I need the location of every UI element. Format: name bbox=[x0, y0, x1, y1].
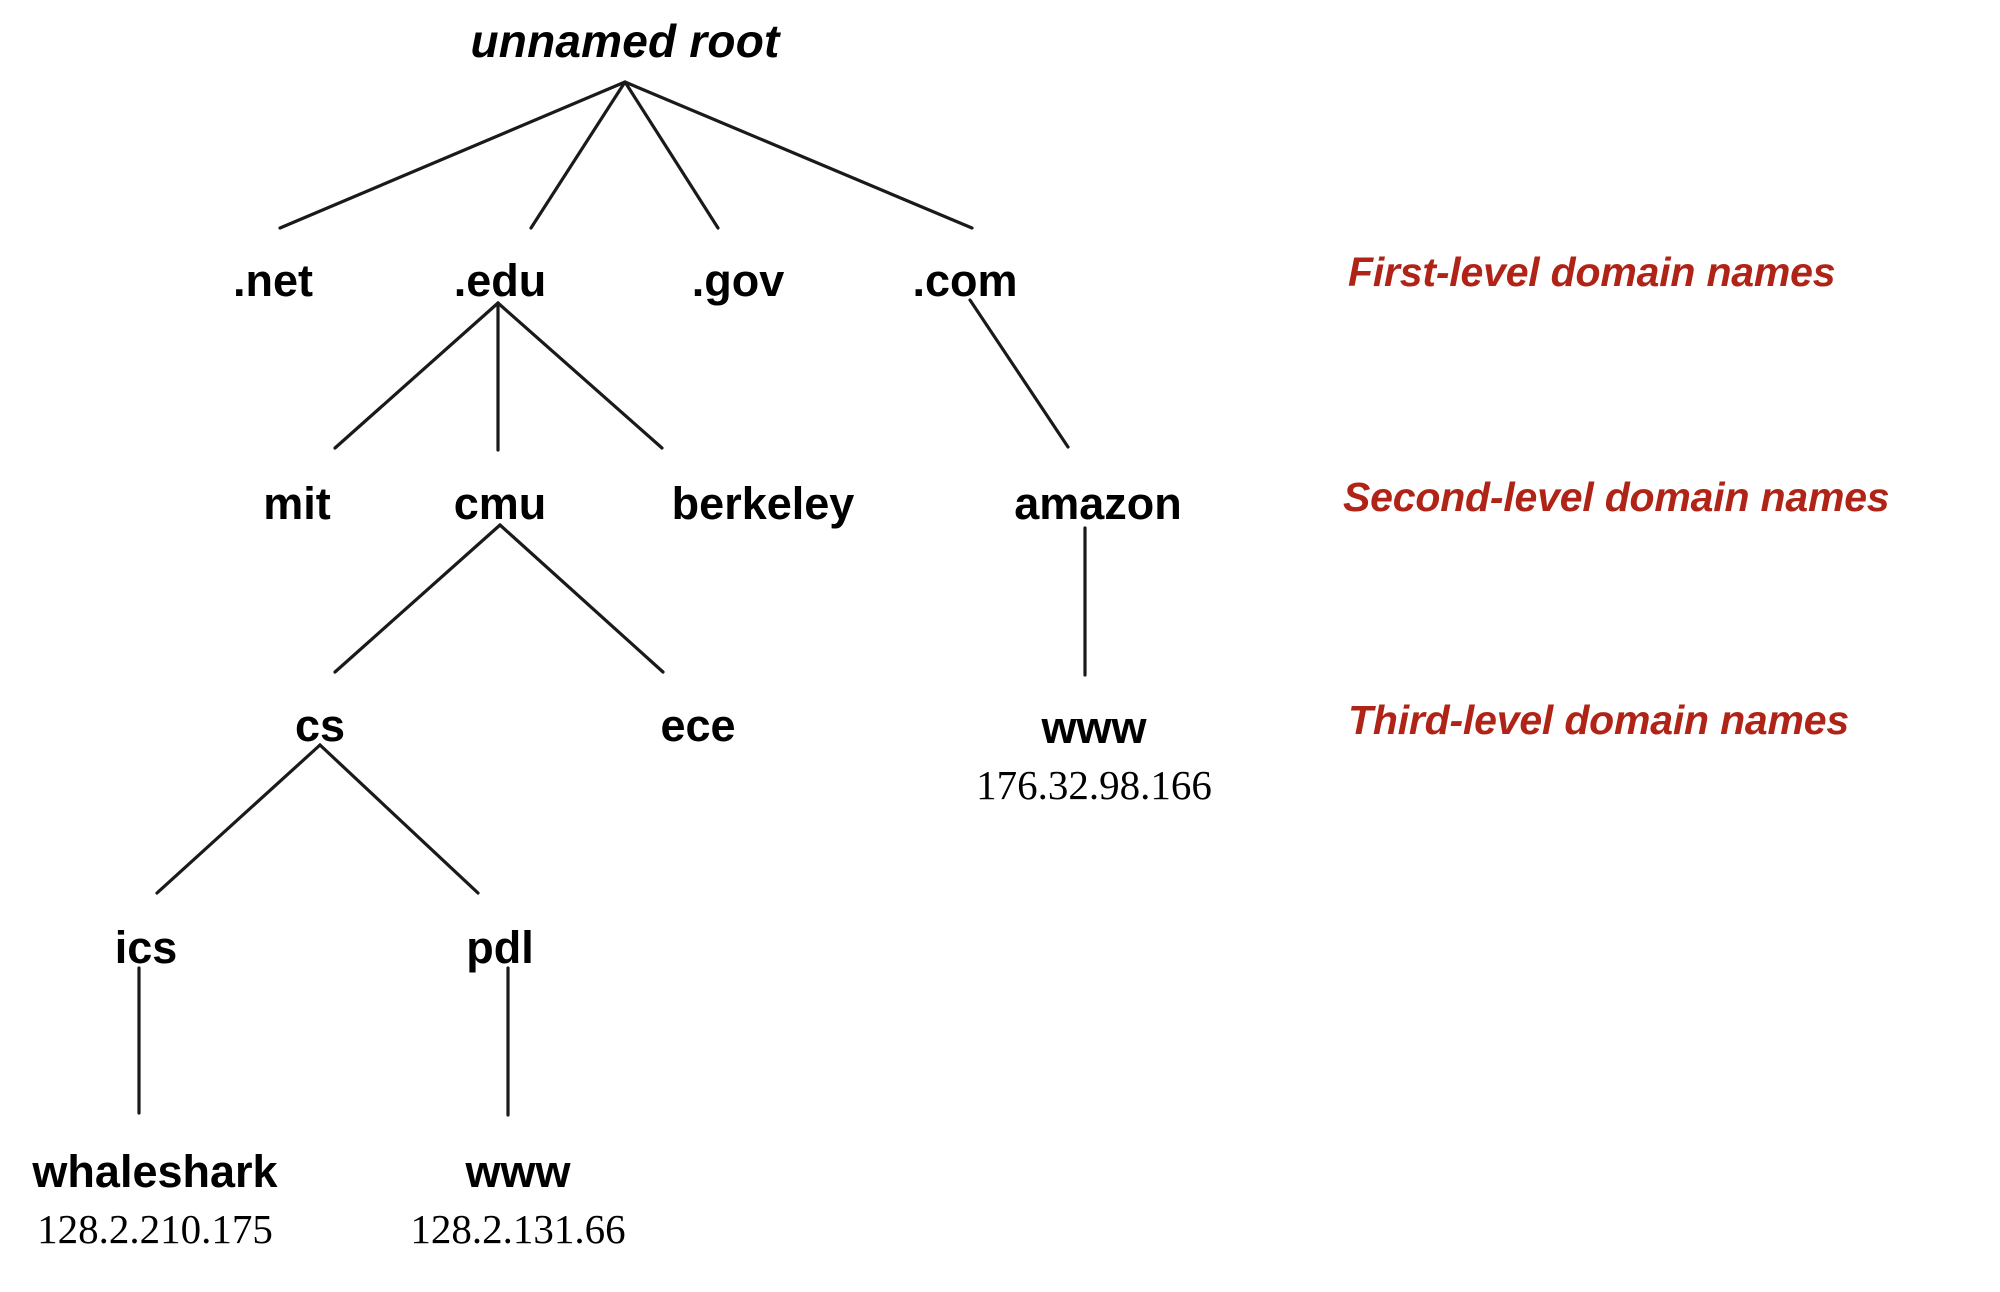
node-amazon-www: www bbox=[1041, 702, 1147, 753]
ip-address-amazon-www: 176.32.98.166 bbox=[976, 762, 1212, 808]
edge-cs-to-ics bbox=[155, 743, 322, 895]
node-berkeley: berkeley bbox=[671, 478, 855, 529]
node-unnamed-root: unnamed root bbox=[470, 15, 780, 67]
edge-group bbox=[137, 80, 1087, 1117]
node-cmu: cmu bbox=[453, 478, 547, 529]
edge-cs-to-pdl bbox=[318, 743, 480, 895]
annotation-third-level: Third-level domain names bbox=[1348, 697, 1849, 743]
node-net: .net bbox=[232, 255, 314, 306]
node-whaleshark: whaleshark bbox=[32, 1146, 278, 1197]
node-ics: ics bbox=[114, 922, 178, 973]
edge-root-to-net bbox=[278, 80, 627, 230]
node-pdl-www: www bbox=[465, 1146, 571, 1197]
annotation-second-level: Second-level domain names bbox=[1343, 474, 1890, 520]
node-com: .com bbox=[912, 255, 1018, 306]
edge-root-to-gov bbox=[623, 80, 720, 230]
annotation-first-level: First-level domain names bbox=[1348, 249, 1836, 295]
node-ece: ece bbox=[660, 700, 736, 751]
edge-edu-to-berkeley bbox=[496, 301, 664, 450]
edge-cmu-to-cs bbox=[333, 523, 502, 674]
node-gov: .gov bbox=[691, 255, 785, 306]
node-mit: mit bbox=[263, 478, 331, 529]
node-edu: .edu bbox=[453, 255, 547, 306]
ip-address-whaleshark: 128.2.210.175 bbox=[37, 1206, 273, 1252]
edge-edu-to-mit bbox=[333, 301, 500, 450]
node-cs: cs bbox=[294, 700, 346, 751]
node-amazon: amazon bbox=[1014, 478, 1182, 529]
node-pdl: pdl bbox=[466, 922, 534, 973]
edge-root-to-com bbox=[623, 80, 974, 230]
edge-root-to-edu bbox=[529, 80, 627, 230]
edge-cmu-to-ece bbox=[498, 523, 665, 674]
ip-address-pdl-www: 128.2.131.66 bbox=[410, 1206, 626, 1252]
edge-com-to-amazon bbox=[968, 298, 1070, 449]
